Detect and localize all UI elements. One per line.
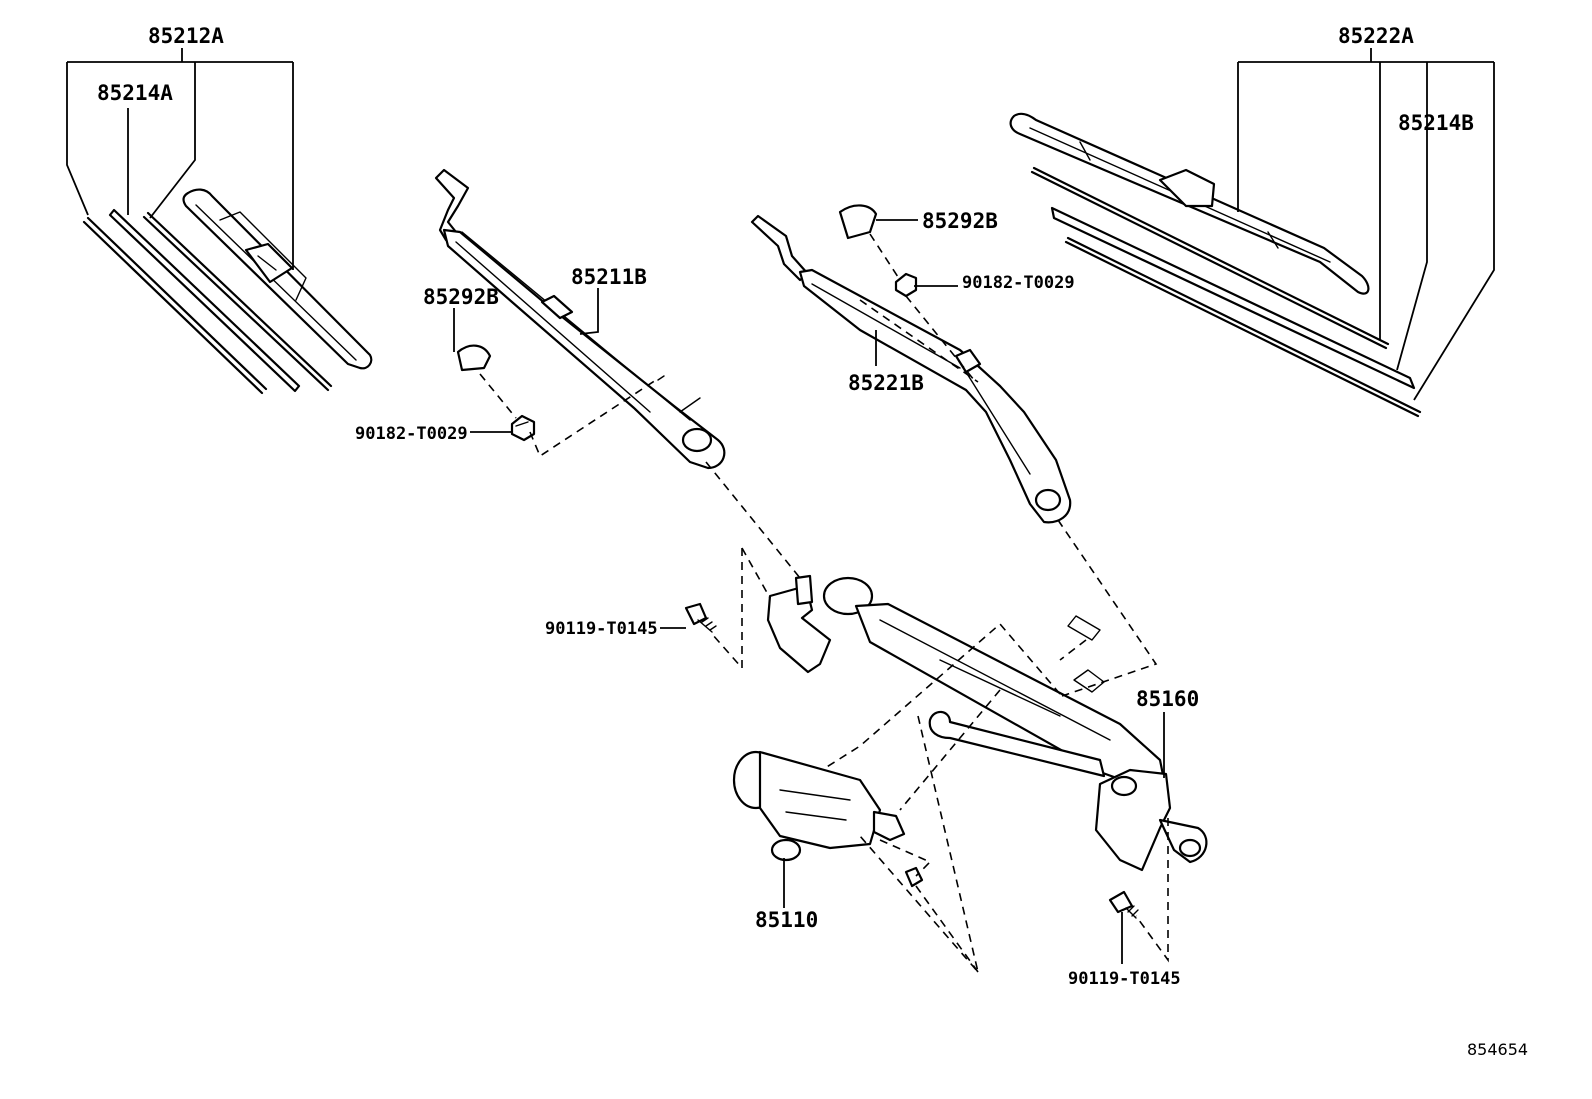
- cap-right: [838, 204, 878, 240]
- bolt-left: [684, 602, 717, 633]
- arm-85221b: [750, 214, 1072, 524]
- label-85214a: 85214A: [97, 81, 173, 105]
- arm-85211b: [434, 168, 726, 470]
- label-85212a: 85212A: [148, 24, 224, 48]
- dashed-guides: [479, 233, 1169, 973]
- leaders: [453, 219, 1165, 964]
- label-85214b: 85214B: [1398, 111, 1474, 135]
- nut-right: [894, 272, 918, 298]
- label-90119-t0145-right: 90119-T0145: [1068, 969, 1181, 989]
- left-blade-group: [66, 48, 373, 395]
- label-90119-t0145-left: 90119-T0145: [545, 619, 658, 639]
- label-90182-t0029-left: 90182-T0029: [355, 424, 468, 444]
- label-85221b: 85221B: [848, 371, 924, 395]
- label-85222a: 85222A: [1338, 24, 1414, 48]
- label-85211b: 85211B: [571, 265, 647, 289]
- nut-left: [510, 414, 536, 442]
- right-blade-group: [1009, 48, 1495, 418]
- motor-85110: [732, 750, 924, 888]
- label-85110: 85110: [755, 908, 818, 932]
- label-85160: 85160: [1136, 687, 1199, 711]
- linkage-85160: [766, 574, 1208, 872]
- labels: 85212A 85214A 85211B 85292B 90182-T0029 …: [97, 24, 1528, 1059]
- label-85292b-right: 85292B: [922, 209, 998, 233]
- cap-left: [456, 344, 492, 372]
- illustration-id: 854654: [1467, 1040, 1528, 1059]
- label-85292b-left: 85292B: [423, 285, 499, 309]
- label-90182-t0029-right: 90182-T0029: [962, 273, 1075, 293]
- bolt-right: [1108, 890, 1139, 919]
